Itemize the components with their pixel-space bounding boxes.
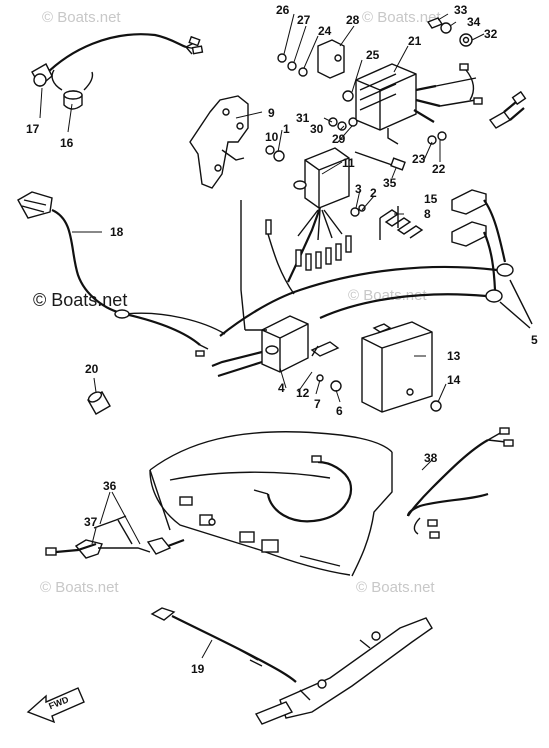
- watermark-top-left: © Boats.net: [42, 9, 121, 26]
- part-5-spark-plug-leads: [219, 189, 533, 337]
- fwd-arrow: FWD: [26, 687, 85, 724]
- callout-25: 25: [366, 48, 380, 62]
- callout-6: 6: [336, 404, 343, 418]
- callout-7: 7: [314, 397, 321, 411]
- callout-14: 14: [447, 373, 461, 387]
- part-16-switch: [51, 69, 94, 110]
- callout-15: 15: [424, 192, 438, 206]
- callout-32: 32: [484, 27, 498, 41]
- part-22-plug: [488, 90, 527, 129]
- hardware-small-parts: [265, 17, 473, 217]
- part-21-rectifier: [355, 63, 483, 145]
- callout-11: 11: [342, 156, 355, 170]
- callout-numbers: 1 2 3 4 5 6 7 8 9 10 11 12 13 14 15 16 1…: [26, 3, 538, 676]
- callout-36: 36: [103, 479, 117, 493]
- callout-34: 34: [467, 15, 481, 29]
- part-20-grommet: [87, 391, 111, 415]
- part-38-wire-loop: [406, 427, 514, 539]
- callout-31: 31: [296, 111, 310, 125]
- callout-17: 17: [26, 122, 40, 136]
- parts-12-6-7-fasteners: [310, 341, 342, 392]
- callout-8: 8: [424, 207, 431, 221]
- lower-cowling: [149, 431, 393, 577]
- part-9-bracket: [189, 95, 249, 189]
- callout-38: 38: [424, 451, 438, 465]
- part-4-ignition-coil: [211, 200, 309, 378]
- callout-29: 29: [332, 132, 346, 146]
- callout-37: 37: [84, 515, 98, 529]
- watermark-bottom-left: © Boats.net: [40, 579, 119, 596]
- part-15-spring: [379, 206, 424, 240]
- callout-35: 35: [383, 176, 397, 190]
- callout-5: 5: [531, 333, 538, 347]
- leader-lines: [39, 13, 485, 659]
- part-36-37-switch-leads: [45, 515, 185, 559]
- callout-26: 26: [276, 3, 290, 17]
- part-18-wire-harness: [17, 191, 226, 357]
- callout-28: 28: [346, 13, 360, 27]
- callout-21: 21: [408, 34, 422, 48]
- part-13-box: [361, 321, 442, 413]
- callout-10: 10: [265, 130, 279, 144]
- callout-12: 12: [296, 386, 310, 400]
- callout-24: 24: [318, 24, 332, 38]
- watermark-bottom-right: © Boats.net: [356, 579, 435, 596]
- callout-27: 27: [297, 13, 311, 27]
- callout-3: 3: [355, 182, 362, 196]
- part-17-wire-lead: [31, 33, 204, 88]
- callout-9: 9: [268, 106, 275, 120]
- watermark-top-right: © Boats.net: [362, 9, 441, 26]
- callout-1: 1: [283, 122, 290, 136]
- callout-20: 20: [85, 362, 99, 376]
- callout-4: 4: [278, 381, 285, 395]
- watermark-mid-center: © Boats.net: [348, 287, 427, 304]
- callout-2: 2: [370, 186, 377, 200]
- callout-33: 33: [454, 3, 468, 17]
- watermark-mid-left: © Boats.net: [33, 290, 127, 310]
- cowling-wire-lead: [253, 455, 353, 523]
- callout-13: 13: [447, 349, 461, 363]
- callout-19: 19: [191, 662, 205, 676]
- callout-22: 22: [432, 162, 446, 176]
- part-1-cdi-unit: [265, 147, 352, 295]
- callout-16: 16: [60, 136, 74, 150]
- callout-30: 30: [310, 122, 324, 136]
- callout-23: 23: [412, 152, 426, 166]
- callout-18: 18: [110, 225, 124, 239]
- part-19-harness-bracket: [150, 607, 433, 725]
